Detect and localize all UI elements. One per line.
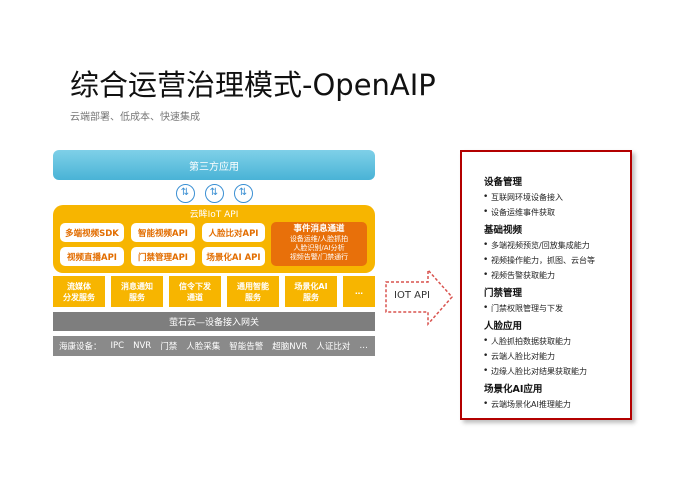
api-block-face: 人脸比对API (202, 223, 265, 242)
device-alarm: 智能告警 (229, 342, 264, 352)
api-block-scene-ai: 场景化AI API (202, 247, 265, 266)
section-item: 人脸抓拍数据获取能力 (483, 334, 624, 349)
device-id-compare: 人证比对 (316, 342, 351, 352)
service-streaming: 流媒体分发服务 (53, 276, 105, 307)
event-channel-title: 事件消息通道 (293, 224, 345, 234)
section-item: 云端场景化AI推理能力 (483, 397, 624, 412)
service-notify: 消息通知服务 (111, 276, 163, 307)
service-more: … (343, 276, 375, 307)
device-access: 门禁 (160, 342, 178, 352)
cloud-iot-api-title: 云眸IoT API (189, 210, 239, 220)
device-nvr: NVR (133, 341, 152, 351)
page-title: 综合运营治理模式-OpenAIP (70, 68, 436, 102)
capability-panel: 设备管理互联网环境设备接入设备运维事件获取基础视频多端视频预览/回放集成能力视频… (460, 150, 632, 420)
api-block-sdk: 多端视频SDK (60, 223, 124, 242)
api-block-access: 门禁管理API (131, 247, 195, 266)
section-item: 云端人脸比对能力 (483, 349, 624, 364)
capability-list: 设备管理互联网环境设备接入设备运维事件获取基础视频多端视频预览/回放集成能力视频… (483, 172, 624, 412)
device-access-gateway: 萤石云—设备接入网关 (53, 312, 375, 331)
event-channel-line: 人脸识别/AI分析 (293, 244, 345, 252)
section-item: 多端视频预览/回放集成能力 (483, 238, 624, 253)
event-channel-line: 设备运维/人脸抓拍 (289, 235, 349, 243)
section-item: 门禁权限管理与下发 (483, 301, 624, 316)
device-ipc: IPC (110, 341, 125, 351)
section-title: 场景化AI应用 (484, 384, 543, 395)
page-subtitle: 云端部署、低成本、快速集成 (70, 112, 200, 123)
device-list-bar: 海康设备： IPC NVR 门禁 人脸采集 智能告警 超脑NVR 人证比对 … (53, 336, 375, 356)
updown-arrow-icon: ⇅ (204, 183, 224, 203)
api-block-live: 视频直播API (60, 247, 124, 266)
iot-api-label: IOT API (394, 290, 430, 301)
cloud-iot-api-box: 云眸IoT API 多端视频SDK 智能视频API 人脸比对API 视频直播AP… (53, 205, 375, 273)
section-item: 边缘人脸比对结果获取能力 (483, 364, 624, 379)
section-title: 门禁管理 (484, 288, 523, 299)
section-title: 人脸应用 (484, 321, 523, 332)
third-party-app-bar: 第三方应用 (53, 150, 375, 180)
device-super-nvr: 超脑NVR (272, 342, 308, 352)
updown-arrow-icon: ⇅ (233, 183, 253, 203)
service-signaling: 信令下发通道 (169, 276, 221, 307)
device-face: 人脸采集 (186, 342, 221, 352)
iot-api-arrow-icon (385, 268, 454, 326)
section-title: 基础视频 (484, 225, 523, 236)
device-label: 海康设备： (59, 342, 102, 352)
event-channel-line: 视频告警/门禁通行 (289, 253, 349, 261)
section-item: 视频告警获取能力 (483, 268, 624, 283)
bidirectional-arrows: ⇅ ⇅ ⇅ (53, 181, 375, 205)
device-more: … (359, 341, 368, 351)
updown-arrow-icon: ⇅ (175, 183, 195, 203)
section-title: 设备管理 (484, 177, 523, 188)
event-message-channel: 事件消息通道 设备运维/人脸抓拍 人脸识别/AI分析 视频告警/门禁通行 (271, 222, 367, 266)
service-smart: 通用智能服务 (227, 276, 279, 307)
section-item: 视频操作能力，抓图、云台等 (483, 253, 624, 268)
section-item: 互联网环境设备接入 (483, 190, 624, 205)
section-item: 设备运维事件获取 (483, 205, 624, 220)
api-block-video: 智能视频API (131, 223, 195, 242)
architecture-diagram: 第三方应用 ⇅ ⇅ ⇅ 云眸IoT API 多端视频SDK 智能视频API 人脸… (53, 150, 375, 360)
